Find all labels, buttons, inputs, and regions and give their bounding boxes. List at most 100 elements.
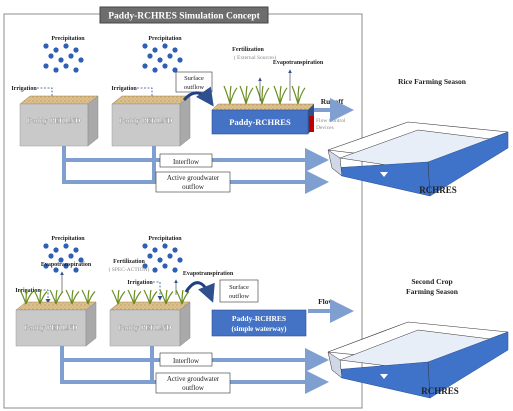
groundwater-arrow-top	[62, 160, 329, 194]
irrigation-arrow-left-bottom	[40, 289, 51, 304]
rice-plant-icon	[255, 85, 270, 105]
groundwater-box-top	[155, 171, 231, 193]
evapotranspiration-label-left-bottom: Evapotranspiration	[41, 262, 92, 268]
surface-outflow-arrow-top	[182, 86, 214, 107]
rain-drop-icon	[53, 67, 59, 73]
rice-plant-icon	[291, 85, 306, 105]
interflow-box-top	[159, 153, 213, 168]
fertilization-label-bottom: Fertilization	[113, 259, 145, 265]
rain-drop-icon	[53, 47, 59, 53]
rain-drop-icon	[172, 47, 178, 53]
precipitation-drops-left-top	[43, 43, 84, 73]
perlnd-label-mid-top: Paddy PERLND	[119, 116, 173, 125]
perlnd-label-mid-bottom: Paddy PERLND	[118, 323, 172, 332]
groundwater-line2-bottom: outflow	[182, 384, 205, 392]
rain-drop-icon	[78, 257, 84, 263]
rain-drop-icon	[73, 267, 79, 273]
precipitation-drops-mid-bottom	[142, 243, 183, 273]
rice-plant-icon	[65, 289, 80, 305]
rice-plant-icon	[239, 85, 254, 105]
season-label-line1-bottom: Second Crop	[411, 277, 452, 286]
rain-drop-icon	[48, 53, 54, 59]
surface-outflow-arrow-bottom	[184, 281, 215, 303]
rain-drop-icon	[78, 57, 84, 63]
rain-drop-icon	[142, 63, 148, 69]
rchres-label-bottom: RCHRES	[421, 386, 459, 396]
surface-outflow-box-bottom	[219, 279, 259, 303]
groundwater-line1-bottom: Active groudwater	[167, 375, 220, 383]
paddy-rchres-line2-bottom: (simple waterway)	[231, 325, 287, 333]
precipitation-label-mid-top: Precipitation	[148, 36, 182, 42]
rice-plant-icon	[159, 289, 174, 305]
rain-drop-icon	[162, 243, 168, 249]
rain-drop-icon	[172, 267, 178, 273]
rain-drop-icon	[142, 263, 148, 269]
rchres-channel-bottom	[327, 321, 509, 399]
interflow-label-top: Interflow	[173, 158, 200, 166]
rchres-channel-top	[327, 121, 509, 197]
paddy-rchres-box-bottom	[211, 309, 307, 337]
rice-plant-icon	[33, 289, 48, 305]
rice-plant-icon	[223, 85, 238, 105]
fertilization-label-top: Fertilization	[232, 47, 264, 53]
rain-drop-icon	[152, 247, 158, 253]
rchres-label-top: RCHRES	[419, 185, 457, 195]
irrigation-label-mid-bottom: Irrigation	[127, 280, 153, 286]
groundwater-arrow-bottom	[60, 360, 329, 394]
rain-drop-icon	[68, 253, 74, 259]
irrigation-arrow-mid-bottom	[153, 281, 163, 301]
surface-outflow-line2-top: outflow	[184, 84, 205, 91]
flow-control-marker	[309, 116, 314, 132]
rain-drop-icon	[157, 257, 163, 263]
rice-plant-icon	[19, 289, 34, 305]
groundwater-line2-top: outflow	[182, 183, 205, 191]
rain-drop-icon	[63, 263, 69, 269]
rain-drop-icon	[147, 53, 153, 59]
irrigation-label-mid-top: Irrigation	[111, 86, 137, 92]
rain-drop-icon	[63, 43, 69, 49]
rice-plant-icon	[273, 85, 288, 105]
title-banner	[99, 6, 269, 24]
fertilization-sub-top: ( External Sources)	[234, 54, 277, 61]
irrigation-label-left-top: Irrigation	[11, 86, 37, 92]
rain-drop-icon	[142, 243, 148, 249]
irrigation-label-left-bottom: Irrigation	[15, 288, 41, 294]
rain-drop-icon	[177, 257, 183, 263]
rain-drop-icon	[172, 247, 178, 253]
rain-drop-icon	[53, 247, 59, 253]
rain-drop-icon	[162, 263, 168, 269]
rain-drop-icon	[167, 253, 173, 259]
interflow-label-bottom: Interflow	[173, 357, 200, 365]
groundwater-line1-top: Active groudwater	[167, 174, 220, 182]
rain-drop-icon	[73, 67, 79, 73]
rain-drop-icon	[152, 267, 158, 273]
rain-drop-icon	[43, 243, 49, 249]
fertilization-sub-bottom: ( SPEC-ACTION)	[109, 266, 150, 273]
rain-drop-icon	[167, 53, 173, 59]
rain-drop-icon	[68, 53, 74, 59]
rain-drop-icon	[157, 57, 163, 63]
season-label-line2-bottom: Farming Season	[406, 287, 459, 296]
paddy-rchres-label-top: Paddy-RCHRES	[229, 117, 291, 127]
rain-drop-icon	[43, 43, 49, 49]
rain-drop-icon	[63, 63, 69, 69]
rain-drop-icon	[152, 67, 158, 73]
rice-plant-icon	[111, 289, 126, 305]
rain-drop-icon	[177, 57, 183, 63]
surface-outflow-line2-bottom: outflow	[229, 293, 250, 300]
precipitation-label-mid-bottom: Precipitation	[148, 236, 182, 242]
surface-outflow-line1-top: Surface	[184, 75, 204, 82]
precipitation-drops-mid-top	[142, 43, 183, 73]
paddy-rchres-box-top	[211, 103, 315, 135]
rice-plant-icon	[143, 289, 158, 305]
rice-plant-icon	[49, 289, 64, 305]
surface-outflow-line1-bottom: Surface	[229, 284, 249, 291]
rain-drop-icon	[43, 263, 49, 269]
precipitation-label-left-top: Precipitation	[51, 36, 85, 42]
rain-drop-icon	[162, 63, 168, 69]
flow-control-line2: Devices	[316, 125, 334, 131]
perlnd-label-left-top: Paddy PERLND	[27, 116, 81, 125]
rain-drop-icon	[142, 43, 148, 49]
